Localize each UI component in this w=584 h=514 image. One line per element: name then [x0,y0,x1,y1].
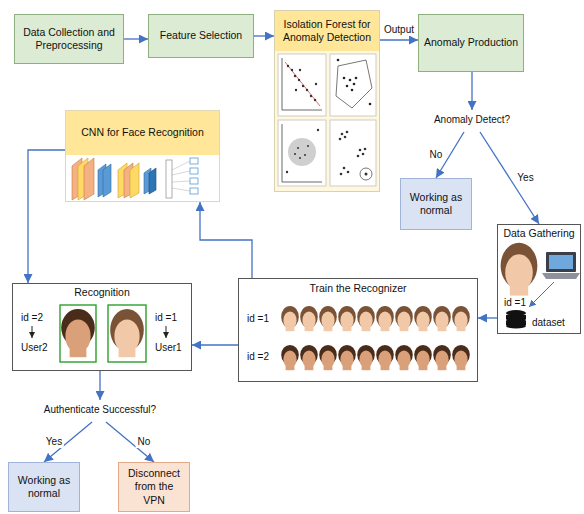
node-text: Working as normal [406,191,466,217]
plot-outlier [365,173,368,176]
user-label: User1 [155,342,182,355]
node-text: Authenticate Successful? [44,404,156,417]
model-panel: CNN for Face Recognition [65,110,220,202]
edge-label: Yes [44,436,64,448]
face-photo [61,309,95,357]
panel-heading: Isolation Forest for Anomaly Detection [275,11,379,51]
flow-arrow [99,371,100,400]
flow-arrow [124,38,148,39]
plot-axis [282,182,322,183]
mapping-arrow [32,326,33,338]
edge-label: No [136,436,153,448]
process-box: Data Collection and Preprocessing [14,14,124,64]
id-label: id =2 [21,312,43,325]
plot-points [337,59,372,106]
plot-axis [282,110,322,111]
id-label: id =1 [504,297,526,310]
id-label: id =2 [247,351,269,364]
flow-arrow [478,317,497,318]
user-label: User2 [21,342,48,355]
flow-arrow [44,422,92,462]
edge-label: Yes [515,172,535,184]
cnn-layer [98,164,106,197]
id-label: id =1 [155,312,177,325]
plot-points [287,65,317,101]
process-box: Feature Selection [148,14,254,58]
panel-heading: Recognition [13,284,191,302]
id-label: id =1 [247,313,269,326]
plot-points [286,129,319,173]
node-text: Working as normal [14,474,74,500]
cnn-layer [78,158,88,200]
plot-points [339,131,367,176]
cnn-layer [124,163,133,198]
isolation-forest-plots [278,54,376,186]
detection-box [60,305,96,362]
plot-frame [330,120,376,186]
panel-heading: Train the Recognizer [239,279,477,299]
node-text: Feature Selection [160,29,242,42]
dataset-label: dataset [532,317,565,330]
decision-label: Anomaly Detect? [424,110,520,131]
cnn-layer [130,163,139,198]
recognition-faces [32,305,166,362]
edge-label: Output [382,24,416,36]
panel-heading: CNN for Face Recognition [66,111,219,155]
output-units [190,158,198,194]
node-text: Anomaly Detect? [434,114,510,127]
plot-axis [282,58,283,110]
training-faces [281,306,470,370]
state-box: Working as normal [8,462,80,512]
panel-heading: Data Gathering [498,225,580,243]
cnn-layer [118,163,127,198]
mapping-arrow [166,326,167,338]
database-icon [506,310,526,329]
plot-frame [278,120,326,186]
flow-arrow [480,132,539,224]
plot-frame [330,54,376,116]
face-photo [501,243,538,296]
laptop-screen [549,255,573,269]
laptop-lid [546,252,576,272]
cnn-illustration [72,158,198,200]
model-panel: Isolation Forest for Anomaly Detection [274,10,380,192]
plot-polygon [336,60,372,108]
data-gathering-illustration [501,243,580,329]
state-box: Working as normal [400,178,472,230]
flow-arrow [471,72,472,110]
flow-arrow [254,35,274,36]
cnn-layer [72,158,82,200]
plot-axis [282,124,283,182]
cnn-layer [149,168,156,194]
node-text: Data Collection and Preprocessing [20,26,118,52]
decision-label: Authenticate Successful? [28,400,172,421]
face-photo [110,309,144,357]
plot-line [285,62,320,106]
dense-layer [166,160,172,198]
cnn-layer [144,168,151,194]
flow-arrow [200,202,252,278]
flow-arrow [192,344,238,345]
node-text: Disconnect from the VPN [124,467,184,506]
dense-links [172,161,190,191]
cnn-layer [84,158,94,200]
plot-frame [278,54,326,116]
plot-cluster [288,138,316,166]
process-box: Anomaly Production [418,14,524,72]
plot-outlier-ring [360,168,372,180]
node-text: Anomaly Production [424,36,518,49]
flow-arrow [106,422,154,462]
detection-box [108,305,146,362]
flow-arrow [28,150,65,283]
alert-box: Disconnect from the VPN [118,462,190,512]
training-panel: Train the Recognizer id =1 id =2 [238,278,478,382]
cnn-layer [103,164,111,197]
recognition-panel: Recognition id =2 User2 id =1 User1 [12,283,192,371]
flow-arrow [380,39,418,40]
data-arrow [529,282,554,307]
data-panel: Data Gathering id =1 dataset [497,224,581,334]
edge-label: No [428,149,445,161]
laptop-base [542,273,580,279]
